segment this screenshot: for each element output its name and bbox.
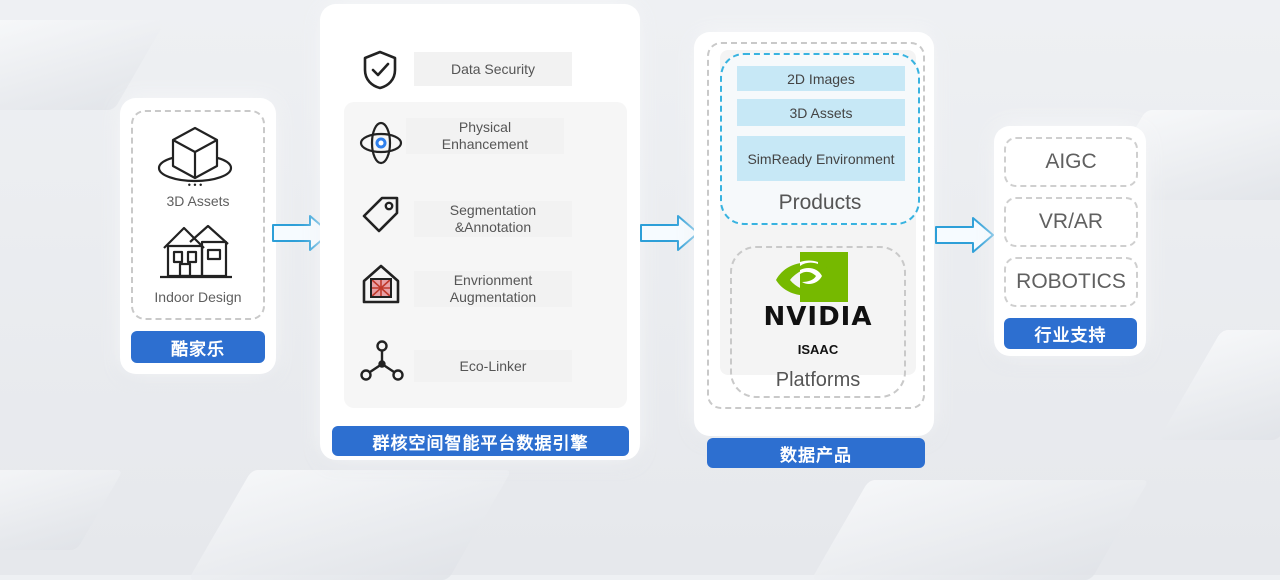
platform-sub: ISAAC — [797, 342, 839, 357]
industry-item: AIGC — [1004, 137, 1138, 187]
industry-card — [994, 126, 1146, 356]
product-item: 2D Images — [737, 66, 905, 91]
products-group-label: Products — [778, 191, 862, 214]
platform-brand: NVIDIA — [763, 302, 873, 332]
background-tile — [811, 480, 1149, 580]
platforms-group-label: Platforms — [775, 369, 861, 391]
background-tile — [0, 470, 124, 550]
source-title-badge: 酷家乐 — [131, 331, 265, 363]
3d-cube-icon: • • • — [157, 126, 233, 190]
engine-feature-label: Physical Enhancement — [406, 118, 564, 154]
network-nodes-icon — [360, 340, 404, 381]
products-title-badge: 数据产品 — [707, 438, 925, 468]
source-dashed-box — [131, 110, 265, 320]
nvidia-logo-icon — [776, 252, 848, 302]
product-item: 3D Assets — [737, 99, 905, 126]
products-outer-dashed-box — [707, 42, 925, 409]
industry-item: ROBOTICS — [1004, 257, 1138, 307]
industry-title-badge: 行业支持 — [1004, 318, 1137, 349]
flow-arrow-icon — [640, 215, 699, 251]
svg-text:• • •: • • • — [188, 180, 202, 190]
engine-feature-label: Eco-Linker — [414, 350, 572, 382]
engine-title-badge: 群核空间智能平台数据引擎 — [332, 426, 629, 456]
engine-feature-label: Envrionment Augmentation — [414, 271, 572, 307]
flow-arrow-icon — [935, 217, 994, 253]
house-icon — [160, 224, 232, 279]
background-tile — [0, 20, 166, 110]
shield-check-icon — [363, 50, 397, 90]
product-item: SimReady Environment — [737, 136, 905, 181]
source-item-label: Indoor Design — [154, 289, 242, 305]
engine-feature-label: Segmentation &Annotation — [414, 201, 572, 237]
engine-feature-label: Data Security — [414, 52, 572, 86]
background-tile — [1158, 330, 1280, 440]
atom-eye-icon — [359, 121, 403, 165]
background-tile — [188, 470, 512, 580]
industry-item: VR/AR — [1004, 197, 1138, 247]
house-grid-icon — [362, 264, 400, 304]
platforms-dashed-box — [730, 246, 906, 398]
source-item-label: 3D Assets — [166, 193, 230, 209]
tag-icon — [362, 196, 399, 233]
